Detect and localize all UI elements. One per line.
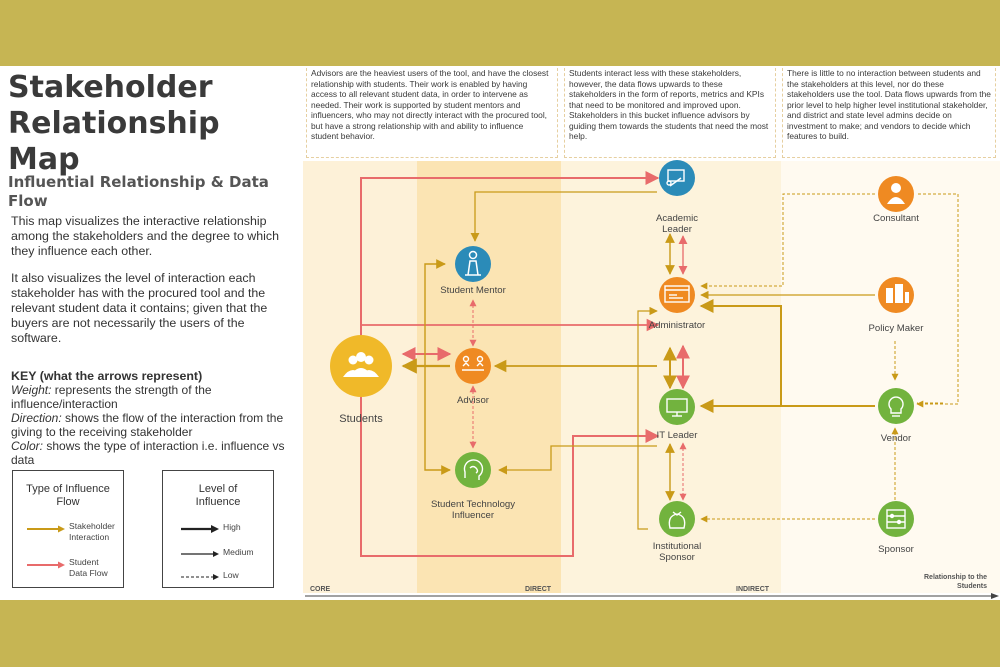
legend-type-title: Type of Influence Flow xyxy=(26,483,110,508)
sponsor-inst-node[interactable] xyxy=(659,501,695,537)
key-direction: Direction: shows the flow of the interac… xyxy=(11,411,296,439)
sponsor-inst-label: Institutional Sponsor xyxy=(652,541,702,563)
link-itleader-influencer xyxy=(498,445,657,475)
person-icon xyxy=(887,183,905,204)
page: Stakeholder Relationship Map Influential… xyxy=(0,66,1000,600)
consultant-node[interactable] xyxy=(878,176,914,212)
lightbulb-icon xyxy=(888,396,904,417)
key-direction-term: Direction: xyxy=(11,411,62,425)
legend-interaction-label: Stakeholder Interaction xyxy=(69,521,115,542)
brain-icon xyxy=(463,459,484,480)
intro-text: This map visualizes the interactive rela… xyxy=(11,214,296,358)
axis-label: Relationship to the Students xyxy=(924,574,987,590)
note-direct: Advisors are the heaviest users of the t… xyxy=(306,68,558,158)
legend-row-interaction: Stakeholder Interaction xyxy=(25,521,119,545)
flow-students-itleader xyxy=(360,388,660,557)
academic-node[interactable] xyxy=(659,160,695,196)
axis-arrowhead xyxy=(991,593,999,599)
legend-level-title: Level of Influence xyxy=(195,483,241,508)
legend-high-arrow xyxy=(181,525,219,533)
consultant-label: Consultant xyxy=(873,213,919,224)
legend-row-high: High xyxy=(179,521,269,545)
building-icon xyxy=(886,284,909,303)
zone-indirect-label: INDIRECT xyxy=(736,586,770,593)
legend-data-arrow xyxy=(27,561,65,569)
zone-direct-band xyxy=(417,161,561,593)
mentor-node[interactable] xyxy=(455,246,491,282)
link-consultant-admin xyxy=(700,193,875,290)
key-weight-text: represents the strength of the influence… xyxy=(11,383,212,411)
meeting-icon xyxy=(462,355,484,371)
sponsor-node[interactable] xyxy=(878,501,914,537)
legend-low-label: Low xyxy=(223,570,239,580)
link-sponsor-admin xyxy=(637,306,658,530)
link-mentor-influencer xyxy=(424,259,451,475)
intro-paragraph: It also visualizes the level of interact… xyxy=(11,271,268,345)
advisor-node[interactable] xyxy=(455,348,491,384)
students-node[interactable] xyxy=(330,335,392,397)
speaker-icon xyxy=(465,250,481,276)
monitor-icon xyxy=(666,398,688,417)
presentation-icon xyxy=(666,169,685,187)
vendor-node[interactable] xyxy=(878,388,914,424)
key-color-text: shows the type of interaction i.e. influ… xyxy=(11,439,285,467)
key-heading: KEY (what the arrows represent) xyxy=(11,369,203,383)
zone-direct-label: DIRECT xyxy=(525,586,552,593)
abacus-icon xyxy=(886,509,906,529)
itleader-label: IT Leader xyxy=(656,430,698,441)
intro-paragraph: This map visualizes the interactive rela… xyxy=(11,214,279,258)
key-direction-text: shows the flow of the interaction from t… xyxy=(11,411,284,439)
legend-row-data: Student Data Flow xyxy=(25,557,119,581)
people-icon xyxy=(343,352,379,377)
key-weight-term: Weight: xyxy=(11,383,52,397)
dashboard-icon xyxy=(664,285,690,303)
mentor-label: Student Mentor xyxy=(440,285,506,296)
legend-row-medium: Medium xyxy=(179,546,269,570)
link-consultant-vendor xyxy=(916,193,959,408)
page-subtitle: Influential Relationship & Data Flow xyxy=(8,173,269,210)
influencer-label: Student Technology Influencer xyxy=(430,499,516,521)
zone-core-label: CORE xyxy=(310,586,331,593)
students-label: Students xyxy=(339,413,383,425)
academic-label: Academic Leader xyxy=(655,213,699,235)
diagram: Advisors are the heaviest users of the t… xyxy=(303,66,1000,600)
page-title: Stakeholder Relationship Map xyxy=(8,70,220,178)
flow-students-academic xyxy=(360,171,660,346)
left-panel: Stakeholder Relationship Map Influential… xyxy=(0,66,302,600)
note-indirect: Students interact less with these stakeh… xyxy=(564,68,776,158)
legend-medium-label: Medium xyxy=(223,547,254,557)
key-color: Color: shows the type of interaction i.e… xyxy=(11,439,296,467)
admin-label: Administrator xyxy=(648,320,706,331)
key-weight: Weight: represents the strength of the i… xyxy=(11,383,296,411)
key-color-term: Color: xyxy=(11,439,44,453)
legend-level-box: Level of Influence High Medium Low xyxy=(162,470,274,588)
title-line: Stakeholder xyxy=(8,70,213,105)
vendor-label: Vendor xyxy=(880,433,912,444)
note-outer: There is little to no interaction betwee… xyxy=(782,68,996,158)
key-section: KEY (what the arrows represent) Weight: … xyxy=(11,369,296,467)
legend-high-label: High xyxy=(223,522,241,532)
link-academic-mentor xyxy=(470,191,657,242)
legend-medium-arrow xyxy=(181,551,219,557)
legend-type-box: Type of Influence Flow Stakeholder Inter… xyxy=(12,470,124,588)
diagram-canvas xyxy=(303,160,1000,599)
title-line: Map xyxy=(8,142,80,177)
sponsor-label: Sponsor xyxy=(878,544,914,555)
influencer-node[interactable] xyxy=(455,452,491,488)
title-line: Relationship xyxy=(8,106,220,141)
itleader-node[interactable] xyxy=(659,389,695,425)
legend-interaction-arrow xyxy=(27,525,65,533)
policy-label: Policy Maker xyxy=(868,323,924,334)
legend-data-label: Student Data Flow xyxy=(69,557,108,578)
advisor-label: Advisor xyxy=(457,395,489,406)
legend-low-arrow xyxy=(181,574,219,580)
money-bag-icon xyxy=(668,511,686,529)
legend-row-low: Low xyxy=(179,569,269,593)
